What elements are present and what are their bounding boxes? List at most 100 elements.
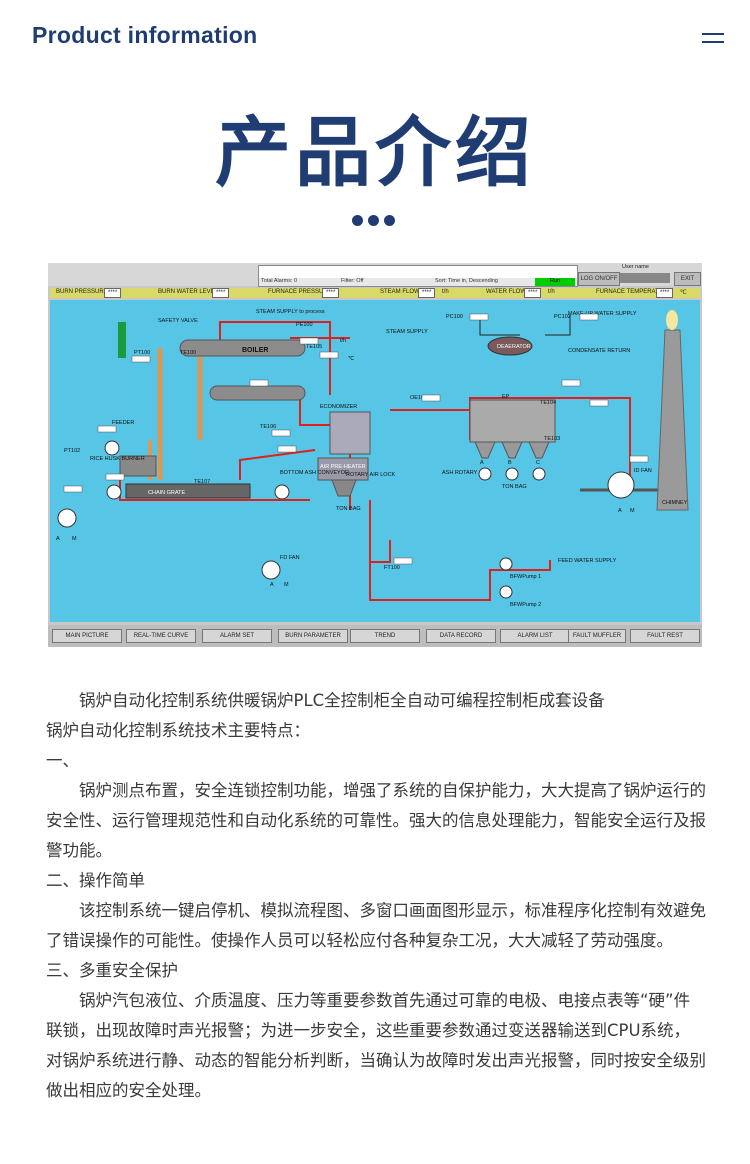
alarm-list-button[interactable]: ALARM LIST	[500, 629, 570, 643]
features-title: 锅炉自动化控制系统技术主要特点：	[46, 721, 310, 740]
burn-water-level-label: BURN WATER LEVEL:	[158, 289, 220, 295]
svg-text:FT100: FT100	[384, 565, 400, 571]
svg-text:TE105: TE105	[306, 344, 322, 350]
svg-text:TE104: TE104	[540, 400, 556, 406]
svg-text:M: M	[72, 536, 77, 542]
fault-rest-button[interactable]: FAULT REST	[630, 629, 700, 643]
burn-water-level-value: ****	[212, 288, 230, 298]
svg-text:M: M	[630, 508, 635, 514]
chain-grate-bed	[125, 483, 251, 499]
steam-flow-label: STEAM FLOW	[380, 289, 420, 295]
economizer-vessel	[329, 411, 371, 455]
furnace-temperature-label: FURNACE TEMPERATURE	[596, 289, 672, 295]
burn-pressure-label: BURN PRESSURE:	[56, 289, 110, 295]
svg-text:ECONOMIZER: ECONOMIZER	[320, 404, 357, 410]
svg-text:MAKE-UP WATER SUPPLY: MAKE-UP WATER SUPPLY	[568, 311, 637, 317]
fault-muffler-button[interactable]: FAULT MUFFLER	[568, 629, 626, 643]
svg-text:CHIMNEY: CHIMNEY	[662, 500, 688, 506]
svg-text:PT100: PT100	[134, 350, 150, 356]
svg-text:PC102: PC102	[554, 314, 571, 320]
furnace-temperature-unit: ℃	[680, 290, 687, 296]
metrics-bar: BURN PRESSURE: **** BURN WATER LEVEL: **…	[50, 288, 700, 298]
svg-text:PE100: PE100	[296, 322, 313, 328]
header: Product information	[0, 0, 750, 76]
feeder-block	[119, 455, 157, 477]
svg-text:A: A	[480, 460, 484, 466]
process-diagram: STEAM SUPPLY to process BOILER ECONOMIZE…	[50, 300, 700, 622]
svg-text:FD FAN: FD FAN	[280, 555, 300, 561]
alarm-sort: Sort: Time in, Descending	[435, 278, 498, 284]
svg-text:ID FAN: ID FAN	[634, 468, 652, 474]
alarm-set-button[interactable]: ALARM SET	[202, 629, 272, 643]
boiler-lower-drum	[209, 385, 306, 401]
steam-flow-value: ****	[418, 288, 436, 298]
svg-text:BOILER: BOILER	[242, 347, 268, 354]
intro-paragraph: 锅炉自动化控制系统供暖锅炉PLC全控制柜全自动可编程控制柜成套设备	[79, 691, 605, 710]
svg-text:TE107: TE107	[194, 479, 210, 485]
log-on-off-button[interactable]: LOG ON/OFF	[578, 272, 620, 286]
alarm-panel: Total Alarms: 0 Filter: Off Sort: Time i…	[258, 265, 578, 287]
data-record-button[interactable]: DATA RECORD	[426, 629, 496, 643]
steam-flow-unit: t/h	[442, 289, 449, 295]
svg-text:TE106: TE106	[260, 424, 276, 430]
svg-text:DEAERATOR: DEAERATOR	[497, 344, 531, 350]
svg-text:TE100: TE100	[180, 350, 196, 356]
svg-text:BFWPump 1: BFWPump 1	[510, 574, 541, 580]
svg-text:BFWPump 2: BFWPump 2	[510, 602, 541, 608]
svg-text:M: M	[284, 582, 289, 588]
burn-pressure-value: ****	[104, 288, 122, 298]
svg-text:B: B	[508, 460, 512, 466]
title-dots-decoration	[352, 211, 402, 226]
exit-button[interactable]: EXIT	[674, 272, 701, 286]
page-title: 产品介绍	[215, 108, 535, 197]
deaerator-tank	[487, 336, 533, 356]
scada-topbar: Total Alarms: 0 Filter: Off Sort: Time i…	[48, 263, 702, 287]
section3-body: 锅炉汽包液位、介质温度、压力等重要参数首先通过可靠的电极、电接点表等“硬”件联锁…	[46, 991, 706, 1100]
svg-text:FEEDER: FEEDER	[112, 420, 134, 426]
svg-text:PT102: PT102	[64, 448, 80, 454]
water-flow-unit: t/h	[548, 289, 555, 295]
burn-parameter-button[interactable]: BURN PARAMETER	[278, 629, 348, 643]
section1-title: 一、	[46, 751, 79, 770]
svg-text:t/h: t/h	[340, 338, 346, 344]
svg-text:C: C	[536, 460, 540, 466]
furnace-pressure-value: ****	[322, 288, 340, 298]
section2-body: 该控制系统一键启停机、模拟流程图、多窗口画面图形显示，标准程序化控制有效避免了错…	[46, 901, 706, 950]
water-flow-value: ****	[524, 288, 542, 298]
svg-text:CONDENSATE RETURN: CONDENSATE RETURN	[568, 348, 630, 354]
alarm-filter: Filter: Off	[341, 278, 364, 284]
section3-title: 三、多重安全保护	[46, 961, 178, 980]
scada-screenshot: Total Alarms: 0 Filter: Off Sort: Time i…	[48, 263, 702, 647]
svg-text:SAFETY VALVE: SAFETY VALVE	[158, 318, 198, 324]
svg-text:CHAIN GRATE: CHAIN GRATE	[148, 490, 186, 496]
svg-text:TE103: TE103	[544, 436, 560, 442]
svg-text:ROTARY AIR LOCK: ROTARY AIR LOCK	[346, 472, 396, 478]
svg-text:PC100: PC100	[446, 314, 463, 320]
svg-text:AIR PRE-HEATER: AIR PRE-HEATER	[320, 464, 366, 470]
menu-icon[interactable]	[702, 33, 724, 43]
user-name-field[interactable]	[620, 273, 670, 283]
water-flow-label: WATER FLOW	[486, 289, 526, 295]
svg-text:℃: ℃	[348, 356, 355, 362]
chimney	[656, 329, 689, 511]
svg-text:OE100: OE100	[410, 395, 427, 401]
main-picture-button[interactable]: MAIN PICTURE	[52, 629, 122, 643]
ep-body	[469, 399, 556, 443]
user-name-label: User name	[622, 264, 649, 270]
svg-text:EP: EP	[502, 394, 510, 400]
svg-text:TON BAG: TON BAG	[336, 506, 361, 512]
svg-text:ASH ROTARY: ASH ROTARY	[442, 470, 478, 476]
svg-text:RICE HUSK BURNER: RICE HUSK BURNER	[90, 456, 145, 462]
green-control-post	[118, 322, 126, 358]
svg-text:FEED WATER SUPPLY: FEED WATER SUPPLY	[558, 558, 617, 564]
trend-button[interactable]: TREND	[350, 629, 420, 643]
boiler-upper-drum	[179, 339, 306, 357]
svg-text:A: A	[270, 582, 274, 588]
svg-text:TON BAG: TON BAG	[502, 484, 527, 490]
real-time-curve-button[interactable]: REAL-TIME CURVE	[126, 629, 196, 643]
svg-text:A: A	[56, 536, 60, 542]
furnace-temperature-value: ****	[656, 288, 674, 298]
scada-bottom-toolbar: MAIN PICTURE REAL-TIME CURVE ALARM SET B…	[48, 625, 702, 647]
fans	[57, 440, 635, 599]
furnace-pressure-label: FURNACE PRESSURE	[268, 289, 332, 295]
